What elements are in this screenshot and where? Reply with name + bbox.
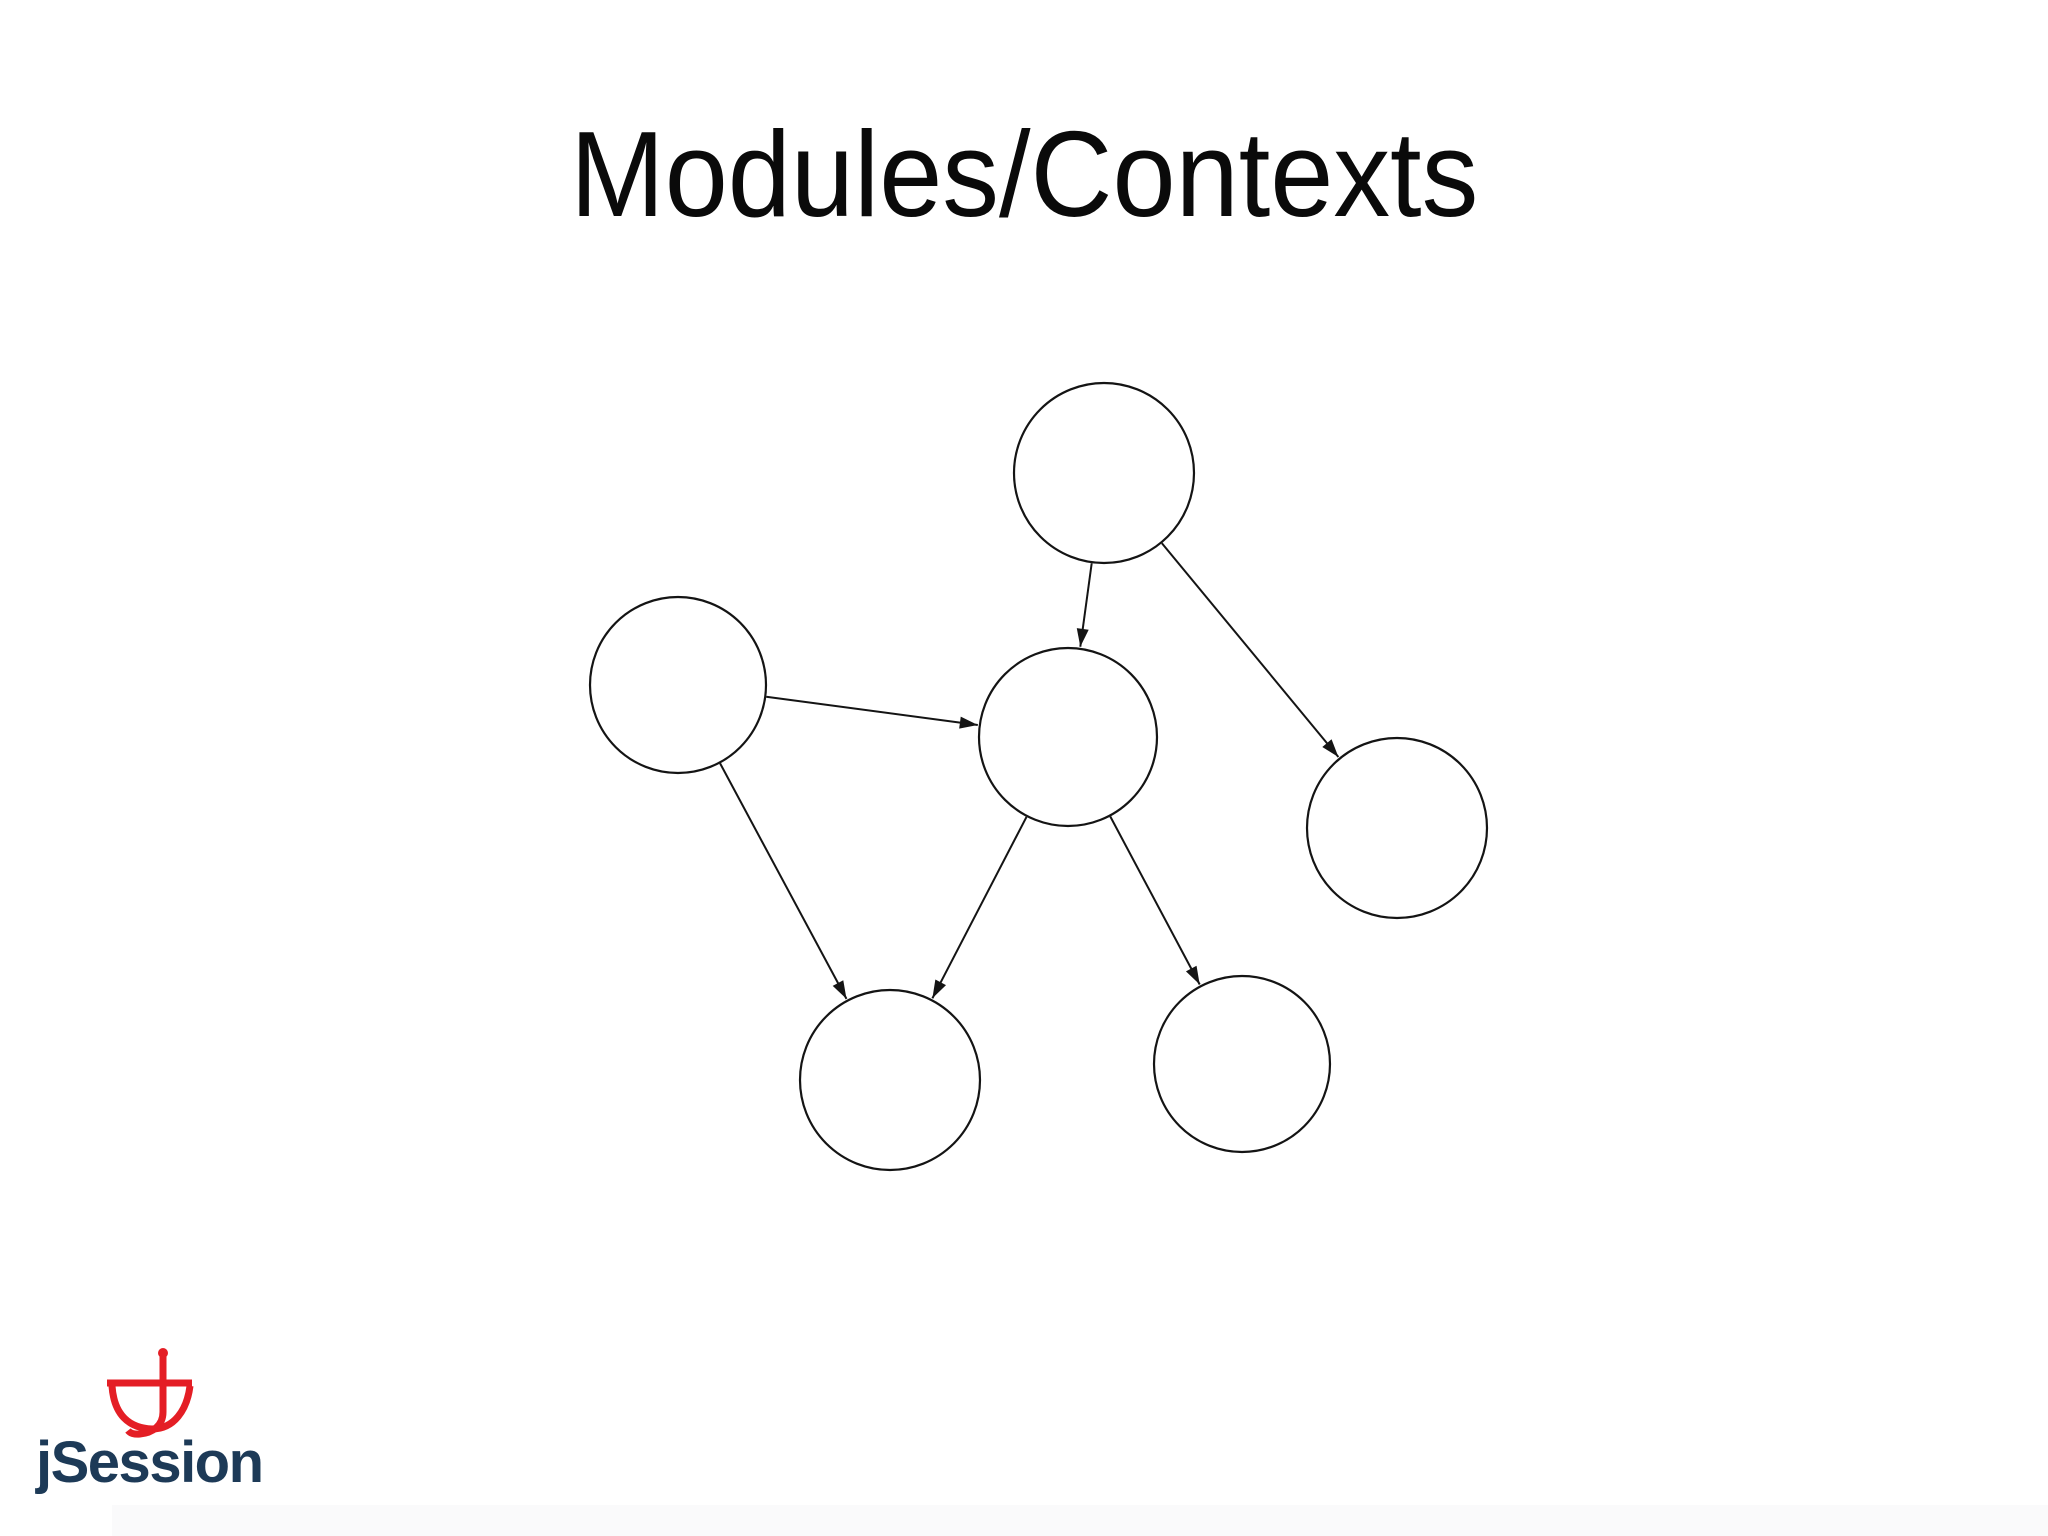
diagram-edge-center-to-bottom-right xyxy=(1109,816,1201,985)
page-title-text: Modules/Contexts xyxy=(569,106,1479,242)
diagram-edge-left-to-center xyxy=(766,695,978,729)
bottom-edge-band xyxy=(112,1505,2048,1536)
page-title: Modules/Contexts xyxy=(0,113,2048,235)
diagram-node-top xyxy=(1012,381,1196,565)
diagram-node-right xyxy=(1305,736,1489,920)
diagram-edge-top-to-center xyxy=(1076,563,1093,647)
diagram-edge-top-to-right xyxy=(1161,542,1340,758)
diagram-node-center xyxy=(977,646,1159,828)
diagram-node-bottom-left xyxy=(798,988,982,1172)
diagram-node-left xyxy=(588,595,768,775)
jsession-logo-text: jSession xyxy=(36,1430,264,1495)
diagram-node-bottom-right xyxy=(1152,974,1332,1154)
diagram-edge-left-to-bottom-left xyxy=(719,762,848,1000)
jsession-cup-icon xyxy=(107,1348,194,1438)
diagram-edge-center-to-bottom-left xyxy=(931,816,1028,999)
